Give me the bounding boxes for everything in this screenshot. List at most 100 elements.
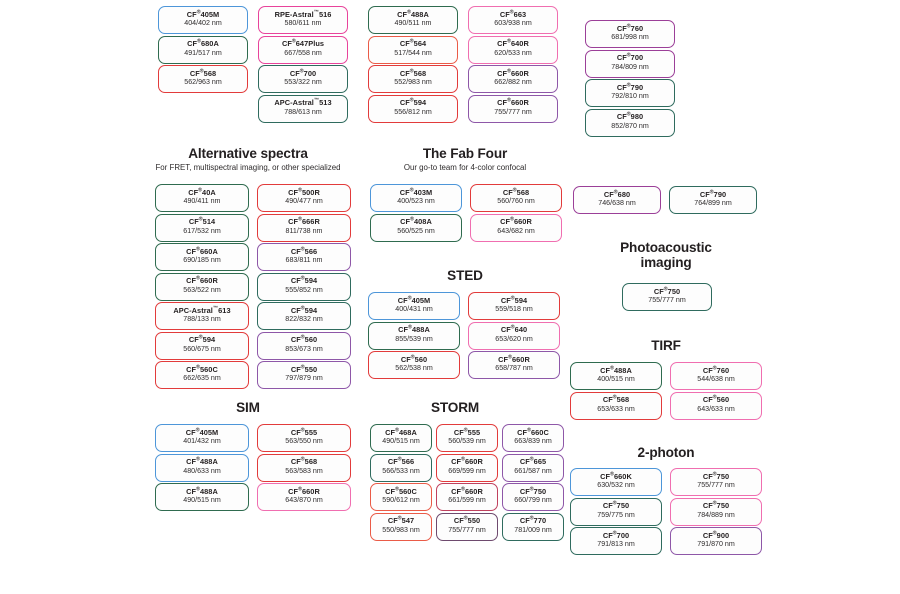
dye-wavelengths: 792/810 nm	[611, 92, 649, 101]
dye-name: CF®550	[290, 364, 318, 374]
dye-wavelengths: 853/673 nm	[285, 344, 323, 353]
dye-wavelengths: 797/879 nm	[285, 374, 323, 383]
dye-wavelengths: 590/612 nm	[382, 496, 420, 505]
dye-wavelengths: 630/532 nm	[597, 481, 635, 490]
dye-name: CF®550	[453, 515, 481, 526]
dye-wavelengths: 784/809 nm	[611, 62, 649, 71]
dye-name: CF®547	[387, 515, 415, 526]
dye-name: CF®680A	[187, 38, 219, 49]
dye-wavelengths: 660/799 nm	[514, 496, 552, 505]
dye-name: CF®405M	[185, 427, 219, 437]
dye-name: CF®408A	[400, 216, 432, 227]
dye-wavelengths: 562/963 nm	[184, 78, 222, 87]
dye-wavelengths: 560/525 nm	[397, 226, 435, 235]
dye-wavelengths: 550/983 nm	[382, 525, 420, 534]
dye-name: CF®594	[399, 97, 427, 108]
dye-name: CF®660R	[497, 97, 529, 108]
dye-wavelengths: 781/009 nm	[514, 525, 552, 534]
dye-wavelengths: 788/133 nm	[183, 315, 221, 324]
dye-wavelengths: 791/870 nm	[697, 540, 735, 549]
dye-name: CF®660K	[600, 471, 632, 481]
section-subtitle-fab-four: Our go-to team for 4-color confocal	[403, 163, 527, 172]
dye-name: CF®568	[399, 68, 427, 78]
dye-wavelengths: 490/411 nm	[183, 197, 221, 206]
dye-wavelengths: 401/432 nm	[183, 437, 221, 446]
